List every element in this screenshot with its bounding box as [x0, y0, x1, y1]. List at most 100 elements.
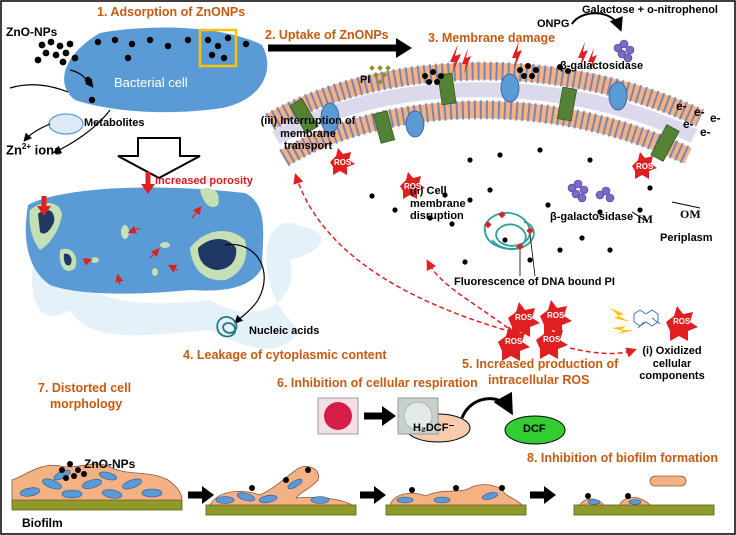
step-7-label-line2: morphology: [50, 397, 123, 411]
transition-arrow: [117, 137, 201, 180]
zn-ion-arrow: [23, 123, 51, 142]
pi-particles: [369, 65, 391, 85]
biofilm-nps-3: [409, 485, 505, 493]
biofilm-base-4: [573, 504, 715, 516]
oxidized-structure: [633, 309, 661, 329]
porosity-arrows: [82, 206, 202, 286]
zoom-box: [198, 28, 238, 68]
biofilm-row: [11, 461, 715, 516]
step-2-label: 2. Uptake of ZnONPs: [265, 28, 389, 42]
dcf-oval: [504, 415, 566, 445]
cell-membrane-disruption-label: (ii) Cell membrane disruption: [410, 185, 466, 223]
galactose-label: Galactose + o-nitrophenol: [582, 4, 718, 16]
oxidized-lightning: [610, 308, 634, 334]
biofilm-base-1: [11, 499, 183, 511]
beta-galactosidase-mid-label: β-galactosidase: [550, 211, 634, 223]
biofilm-base-2: [205, 504, 357, 516]
biofilm-mass-3: [389, 484, 523, 506]
dcf-label: DCF: [523, 423, 546, 435]
pi-label: PI: [360, 74, 371, 86]
nucleic-acids-tangle: [216, 316, 238, 338]
biofilm-arrowhead-2: [374, 486, 386, 504]
ros-label-membrane-3: ROS: [636, 162, 654, 171]
electron-label-4: e-: [683, 117, 694, 131]
biofilm-nps-1: [59, 461, 87, 481]
respiration-red-dish: [324, 402, 352, 430]
step-5-label-line1: 5. Increased production of: [462, 357, 619, 371]
zno-nps-cluster: [34, 34, 250, 104]
membrane-transporters: [289, 72, 680, 162]
metabolites-circle: [48, 113, 84, 135]
ros-label-cluster-3: ROS: [505, 337, 523, 346]
membrane-zno-nps: [369, 63, 653, 265]
biofilm-cells-3: [396, 492, 499, 504]
zno-nps-label: ZnO-NPs: [6, 25, 58, 39]
electron-label-3: e-: [710, 111, 721, 125]
distorted-cell-panel: [25, 172, 322, 349]
ros-to-oxidation-arrow: [569, 347, 637, 358]
ros-label-cluster-1: ROS: [515, 313, 533, 322]
respiration-arrow-head: [382, 406, 396, 426]
ros-label-cluster-4: ROS: [543, 335, 561, 344]
interruption-label: (iii) Interruption of membrane transport: [260, 115, 356, 153]
biofilm-zno-nps-label: ZnO-NPs: [84, 457, 136, 471]
porosity-arrow-left-head: [37, 206, 51, 216]
ros-cluster: [498, 300, 572, 361]
electron-label-5: e-: [700, 125, 711, 139]
biofilm-arrowhead-3: [544, 486, 556, 504]
uptake-arrow-2: [9, 84, 69, 93]
damage-lightning-bolts: [450, 41, 597, 74]
leakage-arrow: [224, 243, 265, 324]
dna-tangle: [483, 211, 535, 250]
bacterial-cell-label: Bacterial cell: [114, 75, 188, 90]
onpg-label: ONPG: [537, 18, 570, 30]
step-3-label: 3. Membrane damage: [428, 31, 556, 45]
dna-bound-pi: [484, 211, 534, 251]
om-label: OM: [680, 207, 701, 221]
metabolite-arrow: [52, 109, 111, 154]
ros-to-disruption-arrow: [426, 259, 509, 329]
membrane-ros-stars: [330, 148, 657, 199]
oxidized-components-label: (i) Oxidized cellular components: [639, 345, 705, 383]
beta-galactosidase-mid: [567, 179, 615, 203]
beta-galactosidase-top-label: β-galactosidase: [560, 60, 644, 72]
biofilm-label: Biofilm: [22, 516, 63, 530]
electron-label-1: e-: [676, 99, 687, 113]
step-6-label: 6. Inhibition of cellular respiration: [277, 376, 478, 390]
fluorescence-label: Fluorescence of DNA bound PI: [454, 276, 615, 288]
biofilm-nps-2: [249, 467, 311, 491]
pore-dark-1: [38, 209, 55, 234]
biofilm-cells-1: [19, 469, 163, 499]
uptake-arrow: [69, 69, 94, 88]
electron-label-2: e-: [694, 105, 705, 119]
inner-membrane: [279, 101, 692, 166]
beta-galactosidase-top: [613, 39, 635, 63]
ros-label-cluster-2: ROS: [547, 311, 565, 320]
step-5-label-line2: intracellular ROS: [488, 373, 590, 387]
onpg-conversion-arrow: [571, 12, 623, 32]
outer-membrane: [265, 62, 704, 130]
periplasm-label: Periplasm: [660, 232, 713, 244]
bacterial-cell-panel: [9, 27, 268, 154]
im-label: IM: [637, 212, 653, 226]
step-8-label: 8. Inhibition of biofilm formation: [527, 451, 718, 465]
biofilm-cells-4: [587, 499, 642, 505]
zn-ions-label: Zn2+ ions: [6, 142, 62, 158]
biofilm-nps-4: [585, 493, 631, 499]
biofilm-fragment: [649, 475, 687, 487]
step-4-label: 4. Leakage of cytoplasmic content: [183, 348, 387, 362]
pore-dark-3: [198, 239, 237, 270]
im-bracket: [631, 211, 649, 223]
respiration-clear-dish: [403, 401, 433, 431]
nucleic-acids-label: Nucleic acids: [249, 325, 320, 337]
pore-small-4: [91, 257, 99, 263]
membrane-panel: [265, 12, 705, 277]
pore-small-2: [160, 242, 170, 248]
step-7-label-line1: 7. Distorted cell: [38, 381, 132, 395]
uptake-big-arrow-head: [396, 38, 412, 58]
metabolites-label: Metabolites: [84, 117, 145, 129]
ros-label-membrane-2: ROS: [404, 182, 422, 191]
